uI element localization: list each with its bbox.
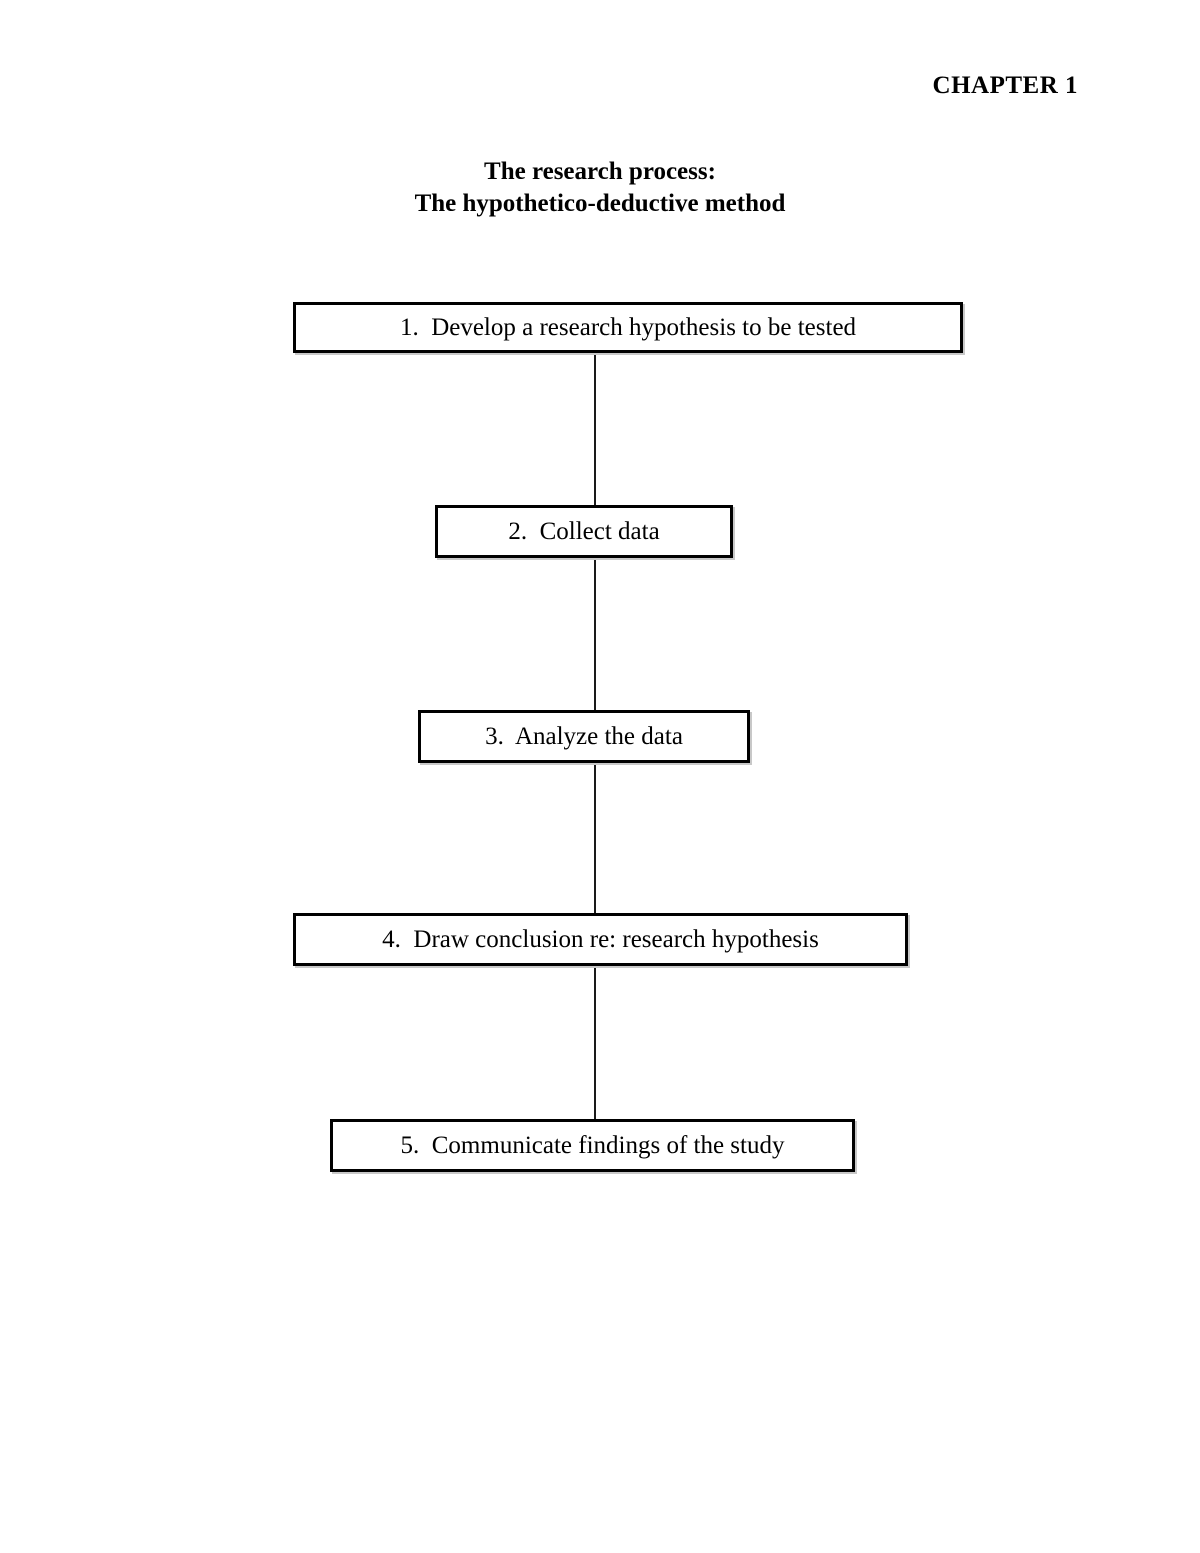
chapter-running-head: CHAPTER 1	[932, 72, 1078, 99]
flow-step-4-label: 4. Draw conclusion re: research hypothes…	[382, 926, 819, 953]
flow-step-1-label: 1. Develop a research hypothesis to be t…	[399, 314, 857, 341]
connector-step2-step3	[594, 556, 596, 712]
flow-step-3-label: 3. Analyze the data	[485, 723, 683, 750]
page-title-line-1: The research process:	[484, 158, 716, 185]
connector-step3-step4	[594, 761, 596, 915]
flow-step-4: 4. Draw conclusion re: research hypothes…	[293, 913, 908, 966]
page-title-line-2: The hypothetico-deductive method	[414, 190, 786, 217]
flow-step-2-label: 2. Collect data	[508, 518, 660, 545]
connector-step4-step5	[594, 964, 596, 1121]
flow-step-3: 3. Analyze the data	[418, 710, 750, 763]
flow-step-5: 5. Communicate findings of the study	[330, 1119, 855, 1172]
flow-step-1: 1. Develop a research hypothesis to be t…	[293, 302, 963, 353]
flow-step-5-label: 5. Communicate findings of the study	[400, 1132, 785, 1159]
connector-step1-step2	[594, 350, 596, 507]
flow-step-2: 2. Collect data	[435, 505, 733, 558]
page-title: The research process: The hypothetico-de…	[0, 156, 1200, 220]
